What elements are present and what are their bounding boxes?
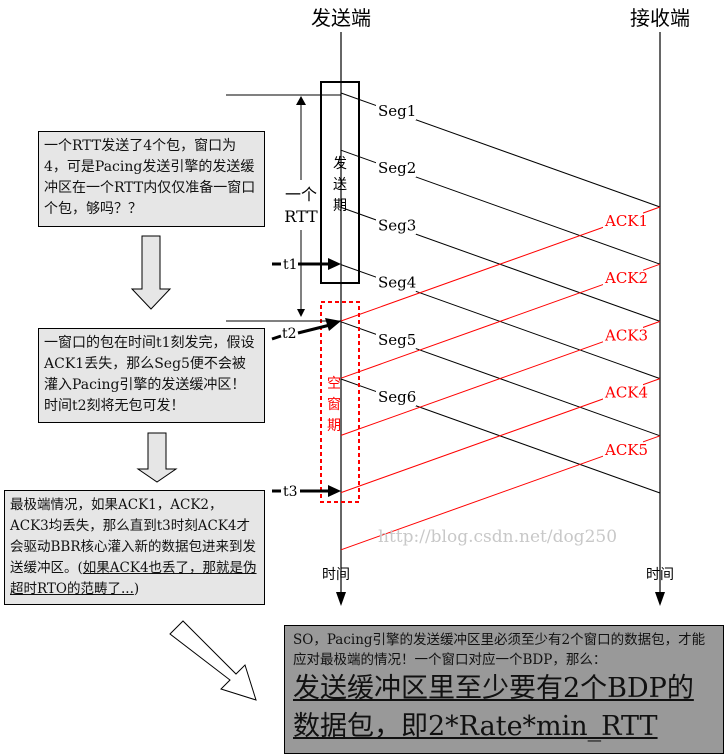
conclusion-highlight: 发送缓冲区里至少要有2个BDP的数据包，即2*Rate*min_RTT bbox=[293, 673, 694, 742]
ack-label: ACK2 bbox=[604, 269, 648, 287]
time-label-right: 时间 bbox=[646, 567, 674, 583]
segment-label: Seg3 bbox=[378, 216, 416, 234]
segment-label: Seg4 bbox=[378, 274, 416, 292]
ack-label: ACK5 bbox=[604, 441, 648, 459]
sender-time-arrow bbox=[336, 592, 346, 606]
t1-label: t1 bbox=[283, 257, 298, 273]
note-box-3: 最极端情况，如果ACK1，ACK2，ACK3均丢失，那么直到t3时刻ACK4才会… bbox=[4, 490, 265, 605]
t2-label: t2 bbox=[282, 326, 297, 342]
ack-label: ACK4 bbox=[604, 384, 648, 402]
note-text: 一个RTT发送了4个包，窗口为4，可是Pacing发送引擎的发送缓冲区在一个RT… bbox=[44, 138, 256, 217]
t3-label: t3 bbox=[283, 484, 298, 500]
receiver-time-arrow bbox=[655, 592, 665, 606]
send-period-box bbox=[320, 81, 360, 284]
segment-label: Seg2 bbox=[378, 159, 416, 177]
time-label-left: 时间 bbox=[322, 567, 350, 583]
note-underlined-text: 如果ACK4也丢了，那就是伪超时RTO的范畴了... bbox=[10, 560, 257, 597]
note-box-1: 一个RTT发送了4个包，窗口为4，可是Pacing发送引擎的发送缓冲区在一个RT… bbox=[38, 131, 265, 227]
sender-header: 发送端 bbox=[311, 6, 371, 30]
note-text: 一窗口的包在时间t1刻发完，假设ACK1丢失，那么Seg5便不会被灌入Pacin… bbox=[44, 335, 255, 414]
receiver-header: 接收端 bbox=[630, 6, 690, 30]
diagonal-arrow-icon bbox=[169, 620, 257, 701]
down-arrow-icon bbox=[136, 432, 178, 483]
idle-period-label: 空窗期 bbox=[327, 376, 341, 434]
down-arrow-icon bbox=[130, 235, 172, 310]
send-period-label: 发送期 bbox=[333, 156, 347, 214]
ack-label: ACK3 bbox=[604, 326, 648, 344]
note-text: 最极端情况，如果ACK1，ACK2，ACK3均丢失，那么直到t3时刻ACK4才会… bbox=[10, 497, 257, 576]
segment-label: Seg6 bbox=[378, 388, 416, 406]
segment-label: Seg1 bbox=[378, 102, 416, 120]
conclusion-text: SO，Pacing引擎的发送缓冲区里必须至少有2个窗口的数据包，才能应对最极端的… bbox=[293, 632, 706, 668]
watermark: http://blog.csdn.net/dog250 bbox=[378, 527, 617, 547]
note-box-2: 一窗口的包在时间t1刻发完，假设ACK1丢失，那么Seg5便不会被灌入Pacin… bbox=[38, 328, 265, 423]
segment-label: Seg5 bbox=[378, 331, 416, 349]
conclusion-box: SO，Pacing引擎的发送缓冲区里必须至少有2个窗口的数据包，才能应对最极端的… bbox=[284, 625, 724, 754]
ack-label: ACK1 bbox=[604, 212, 648, 230]
